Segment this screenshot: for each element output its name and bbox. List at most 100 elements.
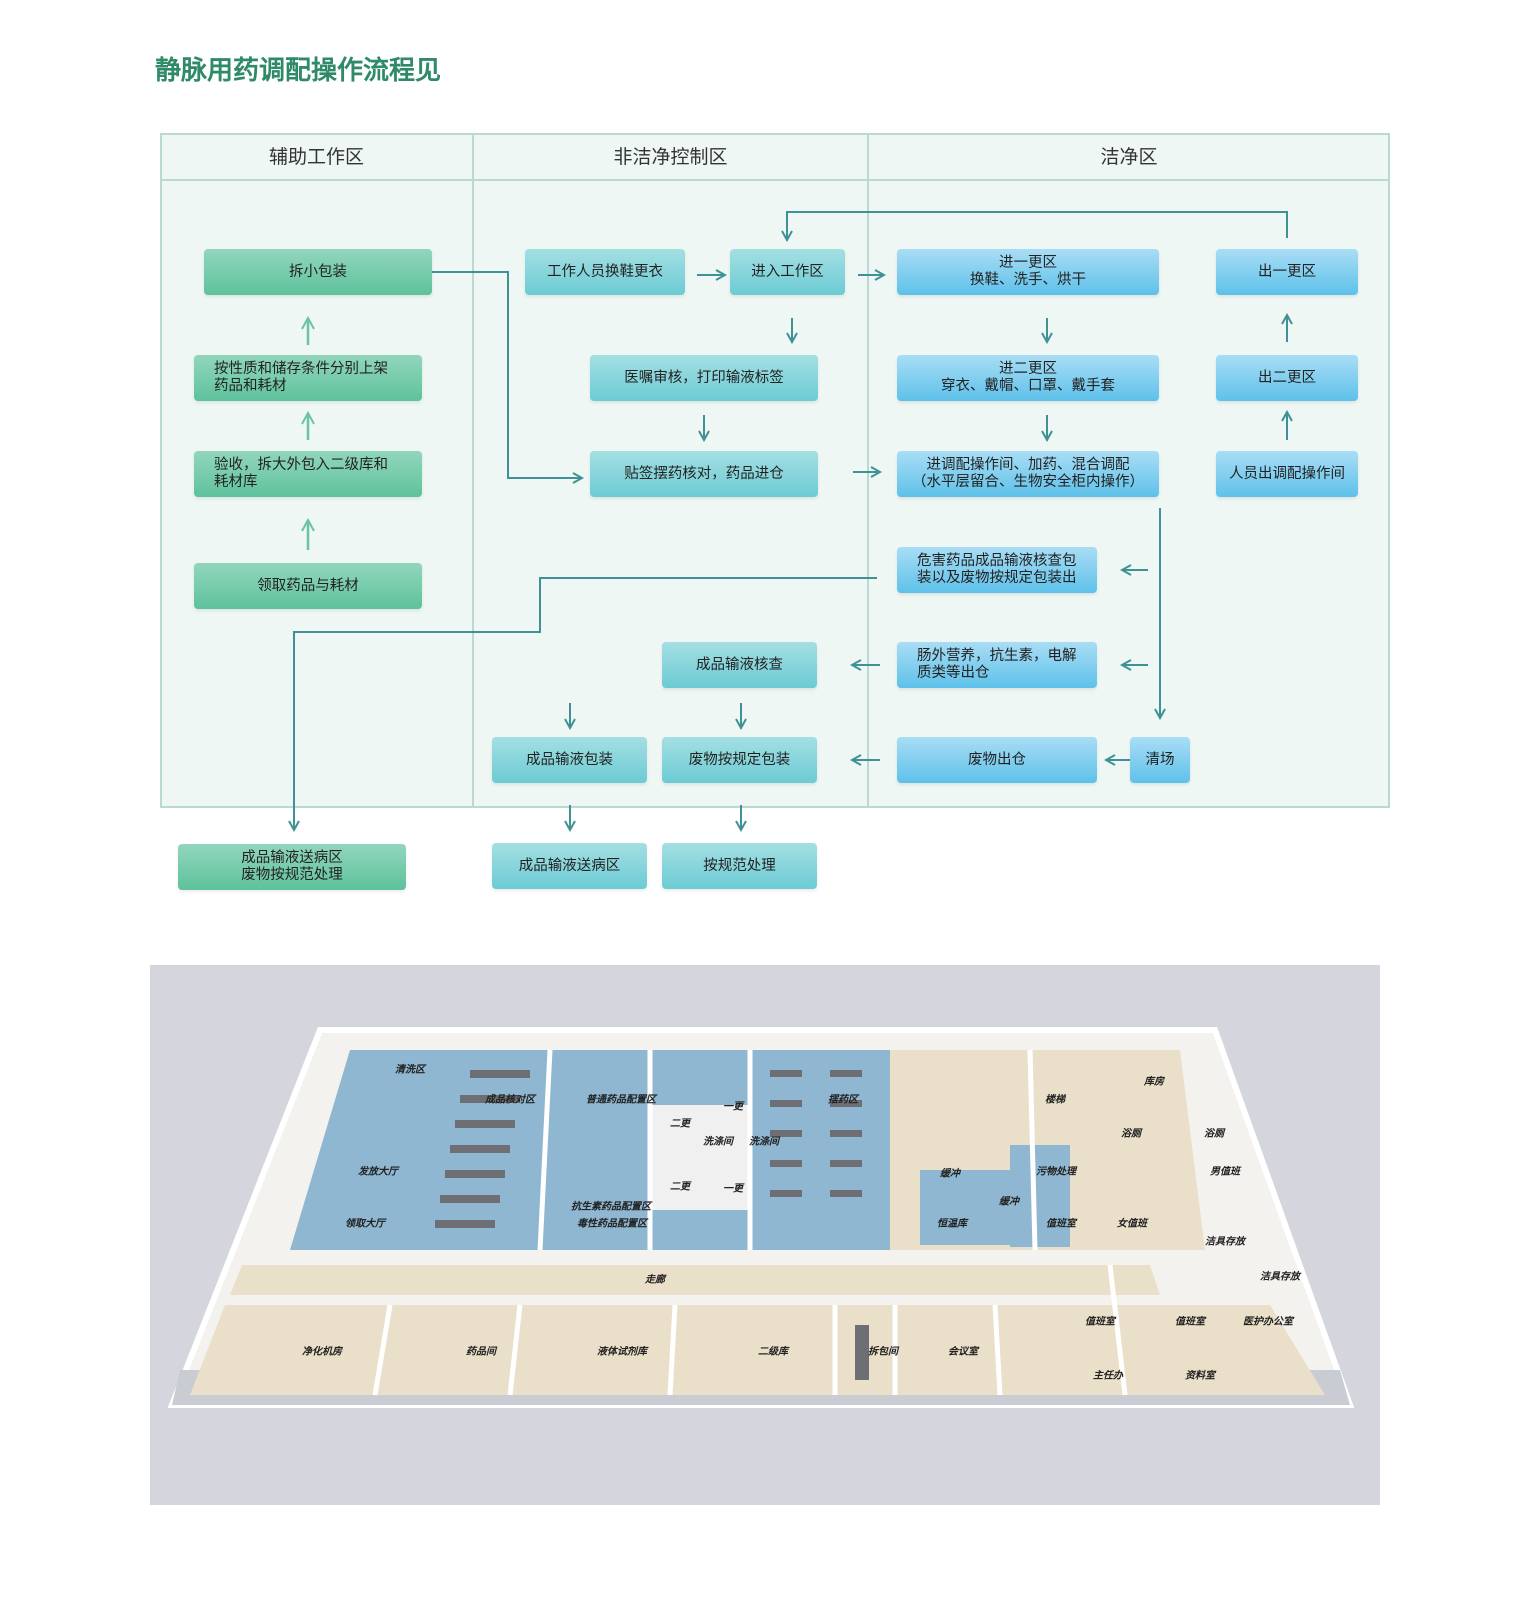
- box-label: 领取药品与耗材: [257, 577, 359, 594]
- box-in2: 进二更区穿衣、戴帽、口罩、戴手套: [897, 355, 1159, 401]
- box-deliver: 成品输液送病区废物按规范处理: [178, 844, 406, 890]
- page-title: 静脉用药调配操作流程见: [155, 56, 442, 86]
- room-label: 值班室: [1085, 1316, 1115, 1328]
- room-label: 一更: [723, 1183, 743, 1195]
- room-label: 缓冲: [999, 1196, 1019, 1208]
- box-label: 药品和耗材: [214, 378, 287, 394]
- box-label: 换鞋、洗手、烘干: [970, 272, 1086, 288]
- box-shelve: 按性质和储存条件分别上架药品和耗材: [194, 355, 422, 401]
- room-label: 资料室: [1185, 1370, 1215, 1382]
- box-label: 成品输液送病区: [518, 857, 621, 874]
- room-label: 洁具存放: [1260, 1271, 1300, 1283]
- box-label: 装以及废物按规定包装出: [917, 570, 1077, 586]
- box-review: 医嘱审核，打印输液标签: [590, 355, 818, 401]
- zone-header-clean: 洁净区: [868, 133, 1390, 181]
- box-receive: 领取药品与耗材: [194, 563, 422, 609]
- box-tpn: 肠外营养，抗生素，电解质类等出仓: [897, 642, 1097, 688]
- box-mix: 进调配操作间、加药、混合调配（水平层留合、生物安全柜内操作）: [897, 451, 1159, 497]
- room-label: 女值班: [1117, 1218, 1147, 1230]
- room-label: 净化机房: [302, 1346, 342, 1358]
- box-label: 出二更区: [1258, 369, 1316, 386]
- room-label: 二更: [670, 1181, 690, 1193]
- box-clear: 清场: [1130, 737, 1190, 783]
- room-label: 毒性药品配置区: [577, 1218, 647, 1230]
- box-label: 按性质和储存条件分别上架: [214, 361, 388, 377]
- box-label: 人员出调配操作间: [1229, 465, 1345, 482]
- room-label: 值班室: [1175, 1316, 1205, 1328]
- box-label: 肠外营养，抗生素，电解: [917, 648, 1077, 664]
- room-label: 男值班: [1210, 1166, 1240, 1178]
- room-label: 楼梯: [1045, 1094, 1065, 1106]
- box-exit: 人员出调配操作间: [1216, 451, 1358, 497]
- room-label: 污物处理: [1036, 1166, 1076, 1178]
- room-label: 二更: [670, 1118, 690, 1130]
- box-label: 按规范处理: [703, 857, 776, 874]
- room-label: 一更: [723, 1101, 743, 1113]
- box-dispose: 按规范处理: [662, 843, 817, 889]
- flow-arrows: [0, 211, 1513, 920]
- box-label: 废物按规范处理: [241, 867, 343, 883]
- room-label: 医护办公室: [1243, 1316, 1293, 1328]
- box-label: 拆小包装: [289, 263, 347, 280]
- box-label: 进一更区: [999, 255, 1057, 271]
- box-label: 进入工作区: [751, 263, 824, 280]
- box-label: 成品输液核查: [696, 656, 783, 673]
- box-hazard: 危害药品成品输液核查包装以及废物按规定包装出: [897, 547, 1097, 593]
- box-label: 质类等出仓: [917, 665, 990, 681]
- room-label: 洗涤间: [749, 1136, 779, 1148]
- box-label: 穿衣、戴帽、口罩、戴手套: [941, 378, 1115, 394]
- room-label: 浴厕: [1204, 1128, 1224, 1140]
- divider: [867, 133, 869, 808]
- room-label: 洗涤间: [703, 1136, 733, 1148]
- box-change: 工作人员换鞋更衣: [525, 249, 685, 295]
- box-label: 工作人员换鞋更衣: [547, 263, 663, 280]
- room-label: 会议室: [948, 1346, 978, 1358]
- box-out2: 出二更区: [1216, 355, 1358, 401]
- box-waste-out: 废物出仓: [897, 737, 1097, 783]
- room-label: 值班室: [1046, 1218, 1076, 1230]
- room-label: 液体试剂库: [597, 1346, 647, 1358]
- box-enter: 进入工作区: [730, 249, 845, 295]
- box-label: 验收，拆大外包入二级库和: [214, 457, 388, 473]
- room-label: 缓冲: [940, 1168, 960, 1180]
- room-label: 走廊: [645, 1274, 665, 1286]
- box-label: 医嘱审核，打印输液标签: [624, 369, 784, 386]
- box-pack: 成品输液包装: [492, 737, 647, 783]
- box-label: 出一更区: [1258, 263, 1316, 280]
- zone-header-nonclean: 非洁净控制区: [473, 133, 868, 181]
- room-label: 普通药品配置区: [586, 1094, 656, 1106]
- room-label: 二级库: [758, 1346, 788, 1358]
- box-label: 危害药品成品输液核查包: [917, 553, 1077, 569]
- box-send: 成品输液送病区: [492, 843, 647, 889]
- room-label: 摆药区: [828, 1094, 858, 1106]
- room-label: 领取大厅: [345, 1218, 385, 1230]
- box-label-check: 贴签摆药核对，药品进仓: [590, 451, 818, 497]
- box-label: 耗材库: [214, 474, 258, 490]
- box-label: 成品输液送病区: [241, 850, 343, 866]
- box-label: （水平层留合、生物安全柜内操作）: [912, 474, 1144, 490]
- room-label: 洁具存放: [1205, 1236, 1245, 1248]
- box-accept: 验收，拆大外包入二级库和耗材库: [194, 451, 422, 497]
- divider: [472, 133, 474, 808]
- room-label: 主任办: [1093, 1370, 1123, 1382]
- room-label: 药品间: [466, 1346, 496, 1358]
- box-label: 废物出仓: [968, 751, 1026, 768]
- box-in1: 进一更区换鞋、洗手、烘干: [897, 249, 1159, 295]
- room-label: 库房: [1144, 1076, 1164, 1088]
- floor-plan: 清洗区成品核对区普通药品配置区摆药区二更一更洗涤间洗涤间二更一更发放大厅领取大厅…: [150, 965, 1380, 1505]
- box-label: 贴签摆药核对，药品进仓: [624, 465, 784, 482]
- box-check: 成品输液核查: [662, 642, 817, 688]
- room-label: 抗生素药品配置区: [571, 1201, 651, 1213]
- room-label: 浴厕: [1121, 1128, 1141, 1140]
- box-out1: 出一更区: [1216, 249, 1358, 295]
- room-label: 发放大厅: [358, 1166, 398, 1178]
- box-label: 进二更区: [999, 361, 1057, 377]
- box-unpack-small: 拆小包装: [204, 249, 432, 295]
- box-waste-pack: 废物按规定包装: [662, 737, 817, 783]
- box-label: 废物按规定包装: [688, 751, 791, 768]
- box-label: 进调配操作间、加药、混合调配: [926, 457, 1130, 473]
- room-label: 拆包间: [868, 1346, 898, 1358]
- zone-header-aux: 辅助工作区: [160, 133, 473, 181]
- room-label: 恒温库: [937, 1218, 967, 1230]
- room-label: 清洗区: [395, 1064, 425, 1076]
